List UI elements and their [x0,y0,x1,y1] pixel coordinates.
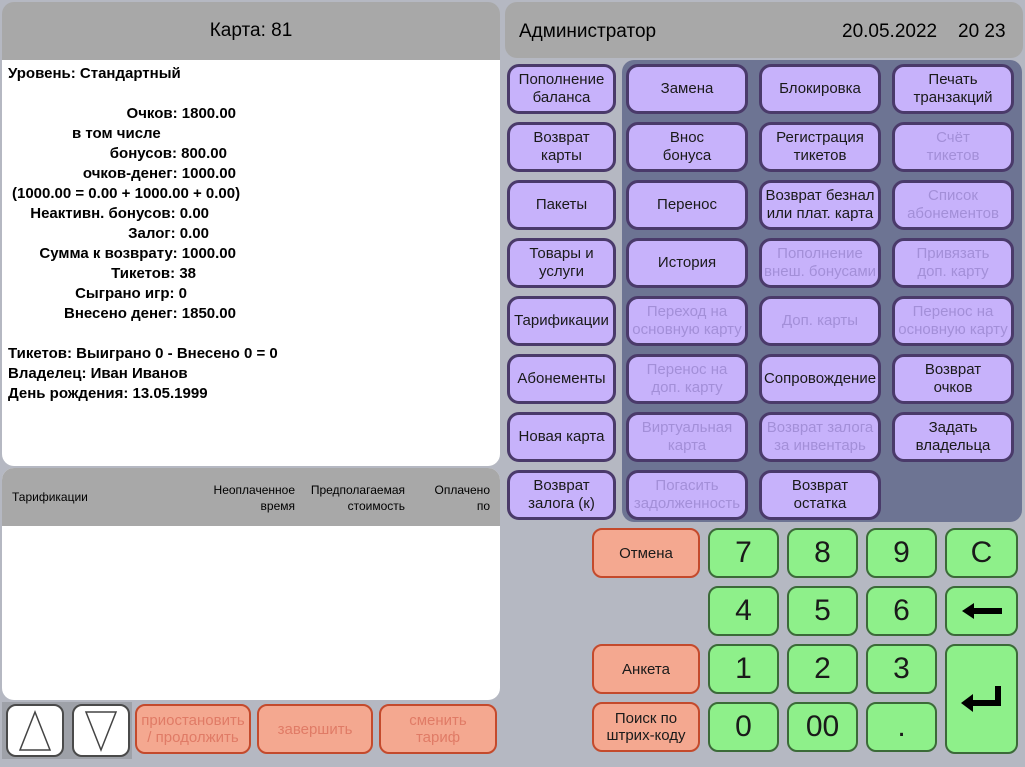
key-9[interactable]: 9 [866,528,937,578]
card-tickets: Тикетов: 38 [111,265,196,282]
card-money-points: очков-денег: 1000.00 [82,165,236,182]
key-2[interactable]: 2 [787,644,858,694]
key-7[interactable]: 7 [708,528,779,578]
key-00[interactable]: 00 [787,702,858,752]
col-tarifications: Тарификации [12,490,88,504]
card-info-panel: Уровень: Стандартный Очков: 1800.00 в то… [2,60,500,466]
card-tickets-balance: Тикетов: Выиграно 0 - Внесено 0 = 0 [8,345,278,362]
card-header: Карта: 81 [2,2,500,60]
block-button[interactable]: Блокировка [759,64,881,114]
key-clear[interactable]: C [945,528,1018,578]
card-level: Уровень: Стандартный [8,65,181,82]
key-backspace[interactable] [945,586,1018,636]
new-card-button[interactable]: Новая карта [507,412,616,462]
triangle-up-icon [18,709,52,751]
card-refund-sum: Сумма к возврату: 1000.00 [39,245,236,262]
key-4[interactable]: 4 [708,586,779,636]
scroll-down-button[interactable] [72,704,130,757]
subscriptions-button[interactable]: Абонементы [507,354,616,404]
key-3[interactable]: 3 [866,644,937,694]
triangle-down-icon [84,710,118,752]
top-status-bar: Администратор 20.05.2022 20 23 [505,2,1023,58]
history-button[interactable]: История [626,238,748,288]
tarifications-button[interactable]: Тарификации [507,296,616,346]
key-8[interactable]: 8 [787,528,858,578]
card-birthday: День рождения: 13.05.1999 [8,385,208,402]
card-deposit: Залог: 0.00 [128,225,209,242]
key-0[interactable]: 0 [708,702,779,752]
operator-name: Администратор [519,21,657,42]
replace-button[interactable]: Замена [626,64,748,114]
key-6[interactable]: 6 [866,586,937,636]
escort-button[interactable]: Сопровождение [759,354,881,404]
card-games-played: Сыграно игр: 0 [75,285,187,302]
current-time: 20 23 [958,21,1006,42]
enter-icon [960,686,1001,712]
extra-cards-button[interactable]: Доп. карты [759,296,881,346]
card-money-deposited: Внесено денег: 1850.00 [63,305,236,322]
current-date: 20.05.2022 [842,21,938,42]
card-including: в том числе [72,125,161,142]
card-number-title: Карта: 81 [209,20,293,41]
transfer-button[interactable]: Перенос [626,180,748,230]
card-points: Очков: 1800.00 [126,105,236,122]
cancel-button[interactable]: Отмена [592,528,700,578]
key-5[interactable]: 5 [787,586,858,636]
scroll-up-button[interactable] [6,704,64,757]
card-points-formula: (1000.00 = 0.00 + 1000.00 + 0.00) [12,185,241,202]
finish-button[interactable]: завершить [257,704,373,754]
scroll-buttons [2,702,132,759]
pause-resume-button[interactable]: приостановить/ продолжить [135,704,251,754]
packages-button[interactable]: Пакеты [507,180,616,230]
key-dot[interactable]: . [866,702,937,752]
arrow-left-icon [961,603,1002,619]
card-bonuses: бонусов: 800.00 [109,145,227,162]
card-owner: Владелец: Иван Иванов [8,365,188,382]
questionnaire-button[interactable]: Анкета [592,644,700,694]
key-enter[interactable] [945,644,1018,754]
key-1[interactable]: 1 [708,644,779,694]
card-inactive-bonuses: Неактивн. бонусов: 0.00 [30,205,209,222]
